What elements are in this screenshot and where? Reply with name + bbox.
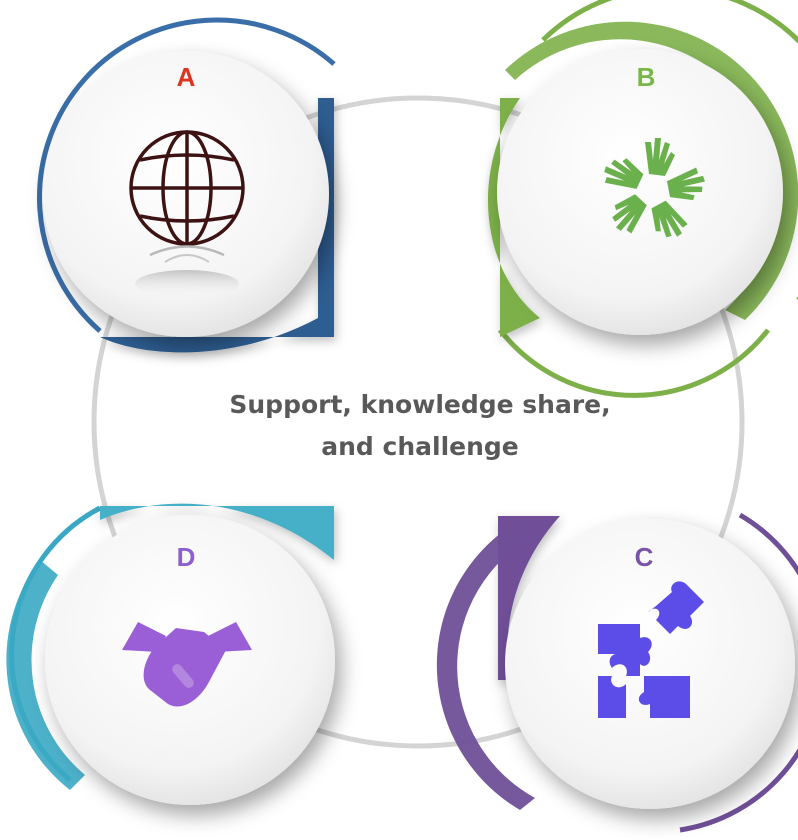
globe-icon xyxy=(129,130,245,298)
node-b-disc xyxy=(497,49,783,335)
node-c-ring-arc xyxy=(679,512,798,833)
node-b-label: B xyxy=(637,62,656,92)
node-b: B xyxy=(487,0,798,398)
node-d-label: D xyxy=(177,542,196,572)
node-c-label: C xyxy=(635,542,654,572)
hands-icon xyxy=(604,138,705,238)
node-c-outer-band xyxy=(436,520,535,810)
node-d-tab xyxy=(100,503,334,560)
puzzle-icon xyxy=(598,581,704,718)
center-ring xyxy=(91,95,745,749)
node-a-tab xyxy=(100,98,334,353)
node-b-ring-arc-lower xyxy=(498,328,770,398)
node-c-tab xyxy=(498,516,560,680)
center-title-line1: Support, knowledge share, xyxy=(229,390,610,419)
node-a-ring-arc xyxy=(36,17,336,333)
node-b-outer-band xyxy=(505,21,798,320)
node-d: D xyxy=(6,503,335,805)
node-a-label: A xyxy=(177,62,196,92)
node-c: C xyxy=(436,512,798,833)
center-title-line2: and challenge xyxy=(321,432,519,461)
node-a: A xyxy=(36,17,336,353)
handshake-icon xyxy=(122,622,252,707)
node-b-tab xyxy=(487,98,540,337)
node-d-outer-band xyxy=(6,560,86,790)
node-c-disc xyxy=(505,519,795,809)
